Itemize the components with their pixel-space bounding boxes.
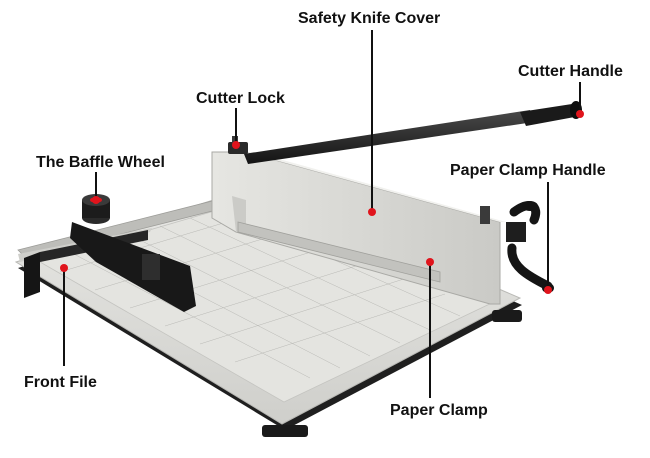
label-paper-clamp: Paper Clamp [390, 402, 488, 419]
front-file-baffle [18, 222, 196, 312]
label-paper-clamp-handle: Paper Clamp Handle [450, 162, 606, 179]
paper-clamp-handle [480, 201, 554, 293]
leader-lines [63, 30, 581, 398]
marker-cutter-lock [232, 141, 240, 149]
label-cutter-handle: Cutter Handle [518, 63, 623, 80]
marker-paper-clamp [426, 258, 434, 266]
label-baffle-wheel: The Baffle Wheel [36, 154, 165, 171]
label-cutter-lock: Cutter Lock [196, 90, 285, 107]
markers [60, 110, 584, 294]
marker-safety-knife-cover [368, 208, 376, 216]
paper-clamp-bar [237, 221, 441, 283]
cutter-handle-arm [244, 101, 582, 164]
marker-cutter-handle [576, 110, 584, 118]
marker-front-file [60, 264, 68, 272]
label-front-file: Front File [24, 374, 97, 391]
safety-knife-cover [211, 151, 506, 305]
marker-paper-clamp-handle [544, 286, 552, 294]
marker-baffle-wheel [92, 196, 100, 204]
label-safety-knife-cover: Safety Knife Cover [298, 10, 441, 27]
